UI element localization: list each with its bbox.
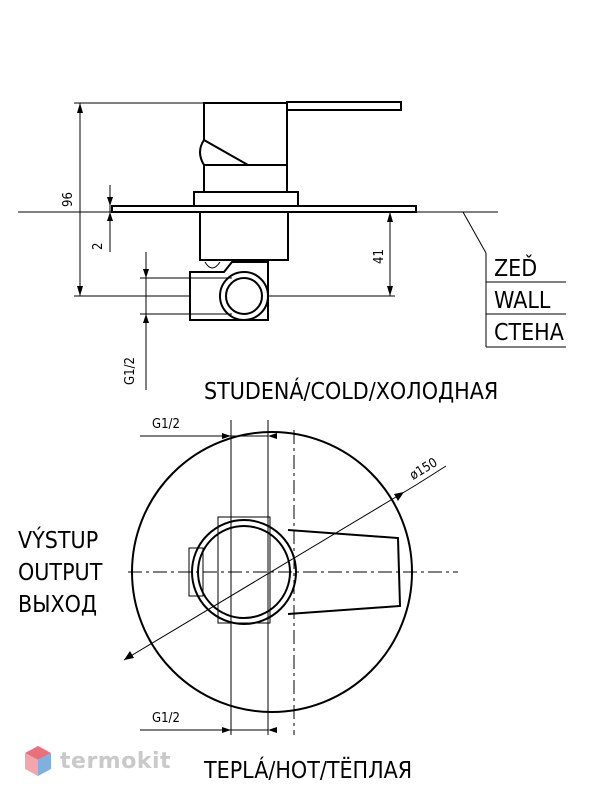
handle-body bbox=[203, 102, 288, 166]
dim-41-text: 41 bbox=[372, 249, 387, 264]
label-output-ru: ВЫХОД bbox=[18, 592, 97, 618]
diameter-leader bbox=[415, 465, 447, 486]
collar bbox=[193, 191, 299, 207]
outlet-block bbox=[189, 261, 269, 321]
dim-2-text: 2 bbox=[91, 243, 106, 250]
cube-icon bbox=[25, 746, 51, 776]
label-wall-cz: ZEĎ bbox=[494, 254, 537, 282]
wall-leader bbox=[462, 211, 487, 254]
small-arc bbox=[204, 261, 221, 269]
handle-curve bbox=[199, 139, 205, 166]
wall-label-table: ZEĎ WALL СТЕНА bbox=[485, 253, 566, 348]
handle-neck bbox=[203, 164, 288, 193]
handle-ring-inner bbox=[197, 525, 291, 619]
dim-41-arrows bbox=[387, 212, 393, 296]
handle-ring-outer bbox=[191, 519, 297, 625]
diameter-text: ø150 bbox=[407, 455, 440, 483]
thread-side-text: G1/2 bbox=[123, 357, 138, 385]
lever bbox=[286, 101, 402, 111]
dim-96-text: 96 bbox=[61, 192, 76, 207]
label-wall-ru: СТЕНА bbox=[494, 320, 564, 346]
valve-body bbox=[199, 211, 289, 261]
watermark-logo: termokit bbox=[24, 745, 171, 777]
watermark-text: termokit bbox=[60, 748, 172, 774]
lever-front bbox=[287, 529, 402, 615]
label-output-cz: VÝSTUP bbox=[18, 526, 98, 554]
label-output-en: OUTPUT bbox=[18, 560, 103, 586]
dim-2-arrows bbox=[107, 197, 113, 221]
thread-bottom-text: G1/2 bbox=[152, 711, 180, 726]
label-hot: TEPLÁ/HOT/TЁПЛАЯ bbox=[203, 756, 412, 784]
label-wall-en: WALL bbox=[494, 288, 551, 314]
label-cold: STUDENÁ/COLD/ХОЛОДНАЯ bbox=[204, 377, 498, 405]
front-view: STUDENÁ/COLD/ХОЛОДНАЯ TEPLÁ/HOT/TЁПЛАЯ ø… bbox=[18, 377, 498, 784]
thread-top-text: G1/2 bbox=[152, 417, 180, 432]
outlet-circle-outer bbox=[219, 271, 269, 321]
side-view: 96 2 41 G1/2 bbox=[18, 101, 498, 390]
outlet-circle-inner bbox=[225, 277, 263, 315]
diameter-line bbox=[123, 484, 417, 661]
output-port bbox=[188, 547, 204, 597]
valve-outline bbox=[217, 516, 271, 624]
